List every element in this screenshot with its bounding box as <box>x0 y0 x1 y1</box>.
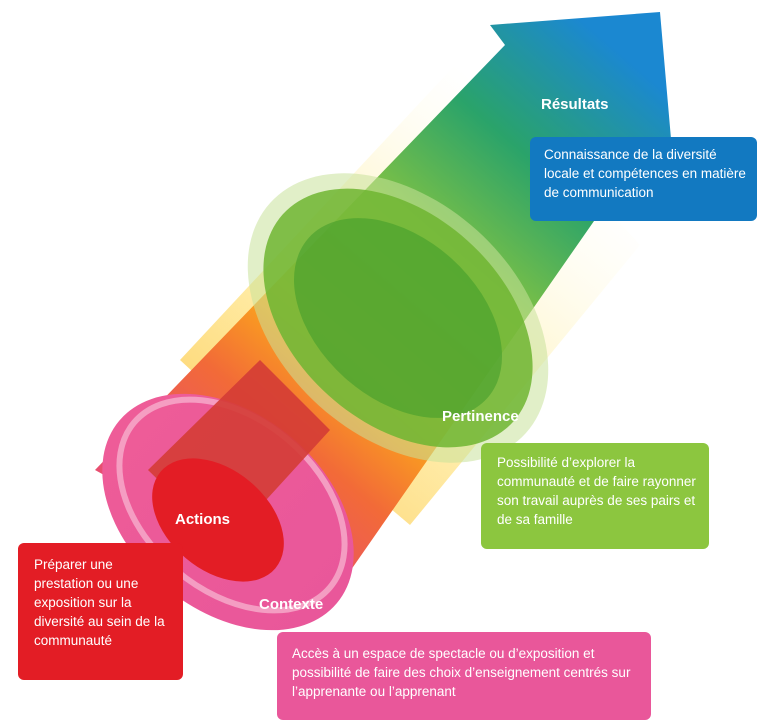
relevance-box: Possibilité d’explorer la communauté et … <box>481 443 709 549</box>
label-results: Résultats <box>541 96 609 113</box>
label-actions: Actions <box>175 511 231 528</box>
relevance-core <box>293 218 503 418</box>
actions-box: Préparer une prestation ou une expositio… <box>18 543 183 680</box>
results-box: Connaissance de la diversité locale et c… <box>530 137 757 221</box>
label-relevance: Pertinence <box>442 408 519 425</box>
actions-core <box>152 458 284 582</box>
label-context: Contexte <box>259 596 324 613</box>
context-box: Accès à un espace de spectacle ou d’expo… <box>277 632 651 720</box>
